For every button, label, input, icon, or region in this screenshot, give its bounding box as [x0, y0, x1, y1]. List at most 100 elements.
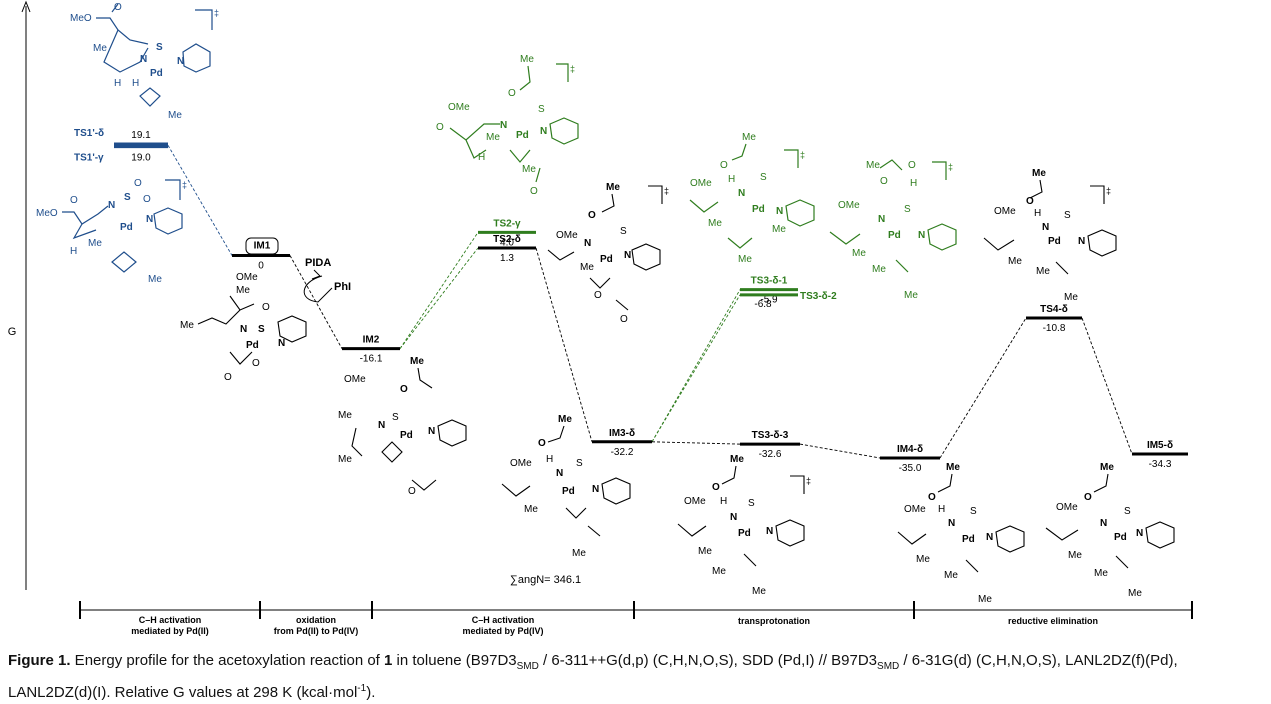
svg-text:Me: Me [712, 566, 726, 577]
svg-text:O: O [508, 88, 516, 99]
svg-text:Pd: Pd [600, 254, 613, 265]
svg-text:S: S [392, 412, 399, 423]
svg-text:N: N [1078, 236, 1085, 247]
connector-ts3-delta-3-to-im4-delta [799, 443, 881, 459]
level-label-im4-delta: IM4-δ [897, 444, 923, 455]
level-label-ts4-delta: TS4-δ [1040, 304, 1068, 315]
structure-ts1-delta: MeO O Me N Pd S N H H Me ‡ [70, 2, 219, 121]
svg-text:Me: Me [708, 218, 722, 229]
svg-text:OMe: OMe [510, 458, 532, 469]
level-value-im4-delta: -35.0 [899, 463, 922, 474]
svg-text:O: O [70, 195, 78, 206]
stage-1-line2: mediated by Pd(II) [131, 626, 209, 636]
svg-text:OMe: OMe [1056, 502, 1078, 513]
level-value-im3-delta: -32.2 [611, 447, 634, 458]
svg-text:O: O [1084, 492, 1092, 503]
level-value-ts2-gamma: 4.0 [500, 237, 514, 248]
svg-text:OMe: OMe [838, 200, 860, 211]
svg-text:‡: ‡ [800, 150, 805, 160]
svg-text:N: N [878, 214, 885, 225]
structure-im4-delta: Me O H S OMe N Pd N Me Me Me [897, 462, 1025, 605]
svg-text:S: S [904, 204, 911, 215]
phi-label: PhI [334, 281, 351, 293]
svg-text:Pd: Pd [120, 222, 133, 233]
svg-text:Me: Me [520, 54, 534, 65]
level-label-ts1-gamma: TS1'-γ [74, 153, 104, 164]
svg-text:N: N [592, 484, 599, 495]
svg-text:S: S [970, 506, 977, 517]
svg-text:Me: Me [944, 570, 958, 581]
svg-text:O: O [262, 302, 270, 313]
svg-text:N: N [584, 238, 591, 249]
svg-text:Me: Me [1128, 588, 1142, 599]
svg-text:N: N [140, 54, 147, 65]
svg-text:Me: Me [1100, 462, 1114, 473]
svg-text:S: S [1124, 506, 1131, 517]
svg-text:‡: ‡ [806, 476, 811, 486]
svg-text:H: H [114, 78, 121, 89]
svg-text:H: H [910, 178, 917, 189]
svg-text:Pd: Pd [150, 68, 163, 79]
svg-text:H: H [938, 504, 945, 515]
level-value-im5-delta: -34.3 [1149, 459, 1172, 470]
svg-text:O: O [530, 186, 538, 197]
svg-text:O: O [880, 176, 888, 187]
stage-2-line1: oxidation [296, 615, 336, 625]
svg-text:S: S [748, 498, 755, 509]
svg-text:Me: Me [148, 274, 162, 285]
svg-text:N: N [1042, 222, 1049, 233]
svg-text:Me: Me [88, 238, 102, 249]
svg-text:Me: Me [772, 224, 786, 235]
svg-text:N: N [428, 426, 435, 437]
level-label-ts3-delta-2: TS3-δ-2 [800, 291, 837, 302]
stage-5-line1: reductive elimination [1008, 616, 1098, 626]
svg-text:Me: Me [978, 594, 992, 605]
pida-arrow [303, 275, 333, 303]
svg-text:N: N [278, 338, 285, 349]
structure-ts3-delta-2: Me O O H S OMe N Pd N Me Me Me ‡ [829, 159, 957, 301]
structure-ts3-delta-1: Me O H S OMe N Pd N Me Me Me ‡ [689, 132, 815, 265]
svg-text:H: H [132, 78, 139, 89]
svg-text:Me: Me [93, 43, 107, 54]
stage-bar [79, 601, 1193, 619]
svg-text:OMe: OMe [236, 272, 258, 283]
svg-text:Pd: Pd [562, 486, 575, 497]
svg-text:N: N [500, 120, 507, 131]
svg-text:N: N [766, 526, 773, 537]
svg-text:Me: Me [524, 504, 538, 515]
svg-text:Me: Me [522, 164, 536, 175]
svg-text:N: N [624, 250, 631, 261]
structure-im3-delta: Me O H S OMe N Pd N Me Me [501, 414, 631, 559]
y-axis-label: G [8, 326, 17, 338]
svg-text:H: H [546, 454, 553, 465]
level-value-ts3-delta-1: -5.9 [760, 295, 778, 306]
structure-ts3-delta-3: Me O H S OMe N Pd N Me Me Me ‡ [677, 454, 811, 597]
svg-text:Me: Me [180, 320, 194, 331]
svg-text:O: O [538, 438, 546, 449]
caption-compound: 1 [384, 652, 393, 669]
svg-text:Me: Me [752, 586, 766, 597]
svg-text:O: O [928, 492, 936, 503]
stage-3-line1: C–H activation [472, 615, 535, 625]
level-label-ts3-delta-1: TS3-δ-1 [751, 276, 788, 287]
svg-text:Me: Me [338, 410, 352, 421]
svg-text:Pd: Pd [962, 534, 975, 545]
svg-text:MeO: MeO [36, 208, 58, 219]
svg-text:Me: Me [916, 554, 930, 565]
svg-text:S: S [760, 172, 767, 183]
svg-text:Pd: Pd [400, 430, 413, 441]
svg-text:OMe: OMe [690, 178, 712, 189]
connector-im2-to-ts2-gamma [399, 232, 479, 349]
svg-text:Pd: Pd [888, 230, 901, 241]
level-label-ts2-gamma: TS2-γ [493, 218, 521, 229]
level-value-ts3-delta-2: -6.8 [754, 299, 772, 310]
svg-text:O: O [588, 210, 596, 221]
svg-text:Me: Me [946, 462, 960, 473]
svg-text:Me: Me [1036, 266, 1050, 277]
svg-text:O: O [400, 384, 408, 395]
svg-text:N: N [738, 188, 745, 199]
caption-figure-label: Figure 1. [8, 652, 71, 669]
svg-text:Me: Me [1068, 550, 1082, 561]
caption-sub-1: SMD [516, 661, 539, 672]
